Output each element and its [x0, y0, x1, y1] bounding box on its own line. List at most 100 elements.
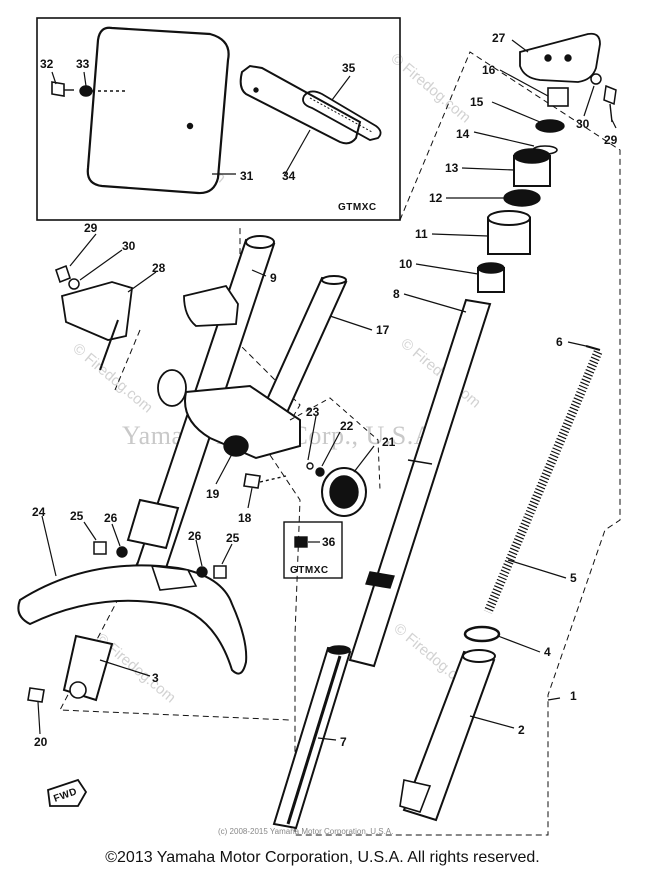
part-36	[294, 536, 308, 548]
copyright-footer: ©2013 Yamaha Motor Corporation, U.S.A. A…	[105, 849, 540, 866]
tube-7-shade	[286, 655, 342, 825]
fork-leg-9-top	[245, 235, 275, 249]
assembly-outline	[59, 51, 621, 836]
callout-32: 32	[40, 57, 54, 71]
callout-31: 31	[240, 169, 254, 183]
bolt-25-right	[213, 565, 227, 579]
callout-4: 4	[544, 645, 551, 659]
part-21-inner	[329, 475, 359, 509]
inset-36-tag: GTMXC	[290, 565, 329, 576]
callout-12: 12	[429, 191, 443, 205]
callout-19: 19	[206, 487, 220, 501]
leader-20	[37, 701, 41, 735]
inner-tube-8-ring-2	[365, 571, 395, 589]
bracket-28-arm	[99, 319, 119, 371]
seal-10-top	[477, 262, 505, 274]
lower-bracket-knob	[157, 369, 187, 407]
callout-3: 3	[152, 671, 159, 685]
bracket-28	[60, 281, 133, 341]
inner-tube-8-ring-1	[407, 459, 433, 465]
outer-tube-2-foot	[399, 779, 432, 813]
leader-35	[331, 75, 351, 101]
top-bracket-27-hole-1	[544, 54, 552, 62]
callout-24: 24	[32, 505, 46, 519]
callouts: 1 2 3 4 5 6 7 8 9 10 11 12 13 14 15 16 1…	[32, 31, 618, 749]
race-11-top	[487, 210, 531, 226]
leader-18	[247, 487, 253, 509]
leader-25-right	[221, 543, 233, 565]
callout-30-left: 30	[122, 239, 136, 253]
upper-bracket	[183, 284, 239, 327]
callout-26-right: 26	[188, 529, 202, 543]
callout-34: 34	[282, 169, 296, 183]
part-18	[243, 473, 261, 489]
stem-nut-16	[547, 87, 569, 107]
screw-32	[51, 81, 65, 97]
callout-36: 36	[322, 535, 336, 549]
callout-2: 2	[518, 723, 525, 737]
callout-30-top: 30	[576, 117, 590, 131]
leader-29-left	[69, 233, 97, 267]
callout-29-left: 29	[84, 221, 98, 235]
spring-seat-6	[585, 345, 601, 351]
leader-26-left	[111, 523, 121, 547]
plate-bracket-hole	[253, 87, 259, 93]
outer-tube-2-top	[462, 649, 496, 663]
top-bracket-27-hole-2	[564, 54, 572, 62]
callout-35: 35	[342, 61, 356, 75]
callout-21: 21	[382, 435, 396, 449]
number-plate	[86, 26, 230, 195]
leader-28	[127, 271, 157, 293]
part-22	[315, 467, 325, 477]
callout-6: 6	[556, 335, 563, 349]
callout-13: 13	[445, 161, 459, 175]
plate-bracket	[239, 64, 362, 145]
inner-copyright: (c) 2008-2015 Yamaha Motor Corporation, …	[218, 827, 393, 836]
washer-15	[535, 119, 565, 133]
bolt-25-left	[93, 541, 107, 555]
leader-26-right	[195, 539, 203, 567]
part-23	[306, 462, 314, 470]
callout-33: 33	[76, 57, 90, 71]
callout-15: 15	[470, 95, 484, 109]
bolt-29-top-shank	[609, 103, 613, 123]
callout-7: 7	[340, 735, 347, 749]
leader-30-top	[583, 85, 595, 117]
callout-26-left: 26	[104, 511, 118, 525]
tube-7	[272, 646, 352, 830]
leader-16	[499, 69, 549, 97]
leader-13	[461, 167, 515, 171]
leader-21	[353, 445, 375, 473]
fork-leg-9-boot	[126, 498, 180, 550]
watermark-site-1: © Firedog.com	[69, 340, 155, 416]
washer-26-left	[116, 546, 128, 558]
bearing-12	[503, 189, 541, 207]
fender-24	[17, 564, 248, 675]
bolt-29-left	[55, 264, 71, 284]
o-ring-4	[463, 625, 501, 643]
leader-24	[41, 515, 57, 577]
leader-7	[317, 737, 337, 741]
callout-18: 18	[238, 511, 252, 525]
leader-19	[215, 453, 233, 485]
callout-8: 8	[393, 287, 400, 301]
part-19	[223, 435, 249, 457]
bolt-29-top	[603, 84, 617, 106]
leader-23	[307, 415, 317, 461]
leader-29-top	[611, 119, 617, 129]
leader-4	[497, 635, 541, 653]
callout-14: 14	[456, 127, 470, 141]
leader-9	[251, 269, 267, 277]
leader-6	[567, 341, 587, 347]
callout-10: 10	[399, 257, 413, 271]
plate-band	[302, 90, 382, 141]
callout-25-right: 25	[226, 531, 240, 545]
callout-23: 23	[306, 405, 320, 419]
leader-3	[99, 659, 151, 677]
leader-lines	[37, 39, 617, 741]
leader-17	[329, 315, 373, 331]
callout-29-top: 29	[604, 133, 618, 147]
top-bracket-27	[519, 32, 601, 83]
leader-10	[415, 263, 479, 275]
leader-8	[403, 293, 467, 313]
